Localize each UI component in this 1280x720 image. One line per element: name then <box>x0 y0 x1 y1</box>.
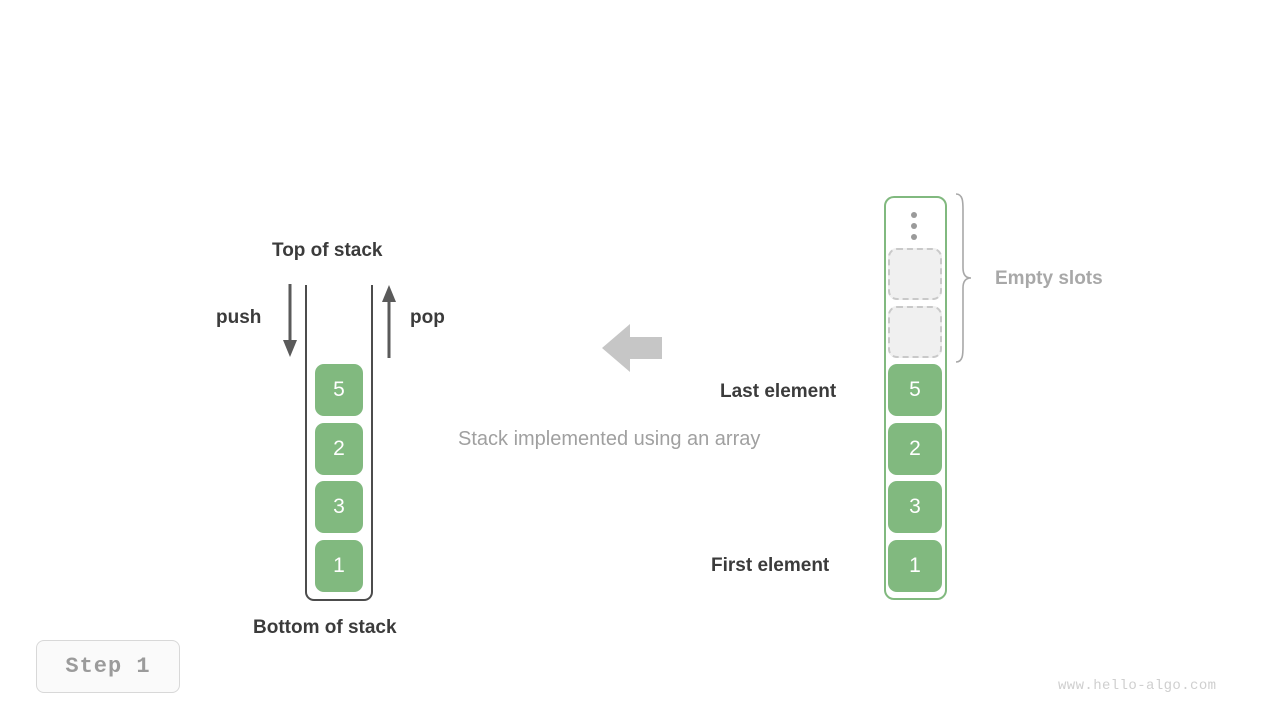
array-cell: 3 <box>888 481 942 533</box>
arrow-up-icon <box>382 285 396 358</box>
curly-brace-icon <box>955 193 972 363</box>
arrow-left-icon <box>602 324 662 372</box>
empty-slot <box>888 306 942 358</box>
arrow-down-icon <box>283 284 297 357</box>
watermark: www.hello-algo.com <box>1058 678 1217 694</box>
pop-label: pop <box>410 307 445 328</box>
stack-cell-value: 5 <box>333 378 345 401</box>
stack-cell-value: 2 <box>333 437 345 460</box>
stack-cell: 3 <box>315 481 363 533</box>
vertical-ellipsis-icon <box>910 212 918 240</box>
empty-slots-label: Empty slots <box>995 268 1103 289</box>
stack-cell-value: 1 <box>333 554 345 577</box>
array-cell: 5 <box>888 364 942 416</box>
array-cell-value: 3 <box>909 495 921 518</box>
top-of-stack-label: Top of stack <box>272 240 383 261</box>
empty-slot <box>888 248 942 300</box>
diagram-caption: Stack implemented using an array <box>458 428 761 450</box>
array-cell-value: 1 <box>909 554 921 577</box>
array-cell: 1 <box>888 540 942 592</box>
array-cell-value: 5 <box>909 378 921 401</box>
stack-cell: 5 <box>315 364 363 416</box>
array-cell-value: 2 <box>909 437 921 460</box>
stack-cell-value: 3 <box>333 495 345 518</box>
last-element-label: Last element <box>720 381 837 402</box>
push-label: push <box>216 307 262 328</box>
stack-cell: 1 <box>315 540 363 592</box>
stack-cell: 2 <box>315 423 363 475</box>
first-element-label: First element <box>711 555 830 576</box>
bottom-of-stack-label: Bottom of stack <box>253 617 397 638</box>
step-badge: Step 1 <box>36 640 180 693</box>
array-cell: 2 <box>888 423 942 475</box>
